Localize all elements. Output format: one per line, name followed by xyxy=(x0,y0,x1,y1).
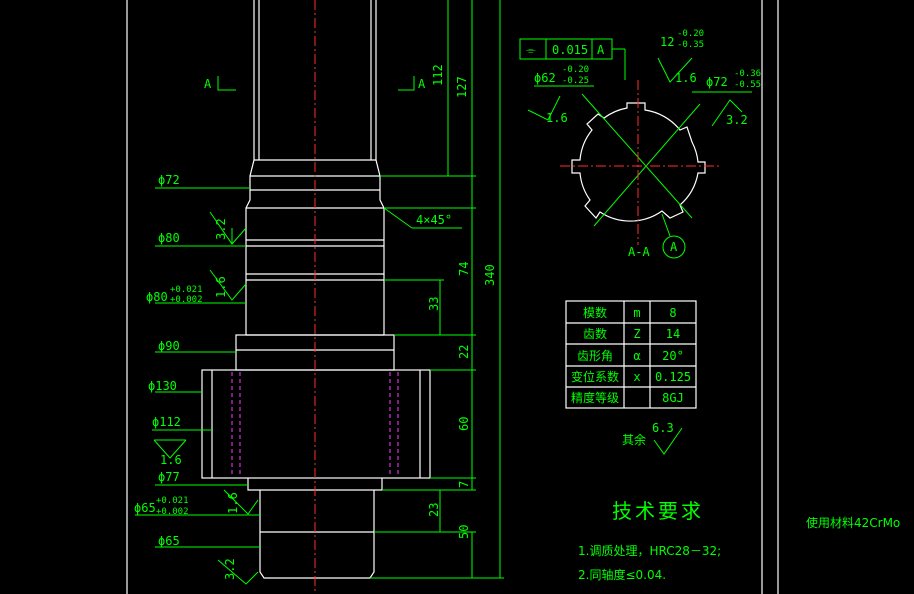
roughness-4: 1.6 xyxy=(226,492,240,514)
hidden-lines xyxy=(231,372,399,476)
dim-d72-section: ϕ72 xyxy=(706,75,728,89)
gear-table-cell: 模数 xyxy=(583,305,607,320)
datum-circle xyxy=(662,235,686,259)
gear-table-cell: x xyxy=(633,370,640,384)
gear-table-cell: α xyxy=(633,349,640,363)
dim-d72: ϕ72 xyxy=(158,173,180,187)
roughness-3: 1.6 xyxy=(160,453,182,467)
tol-value: 0.015 xyxy=(552,43,588,57)
roughness-5: 3.2 xyxy=(223,558,237,580)
dim-d62: ϕ62 xyxy=(534,71,556,85)
gear-table-cell: 变位系数 xyxy=(571,369,619,384)
dim-d62-lower: -0.25 xyxy=(562,76,589,86)
dim-d80: ϕ80 xyxy=(158,231,180,245)
dim-d77: ϕ77 xyxy=(158,470,180,484)
dim-d65: ϕ65 xyxy=(158,534,180,548)
svg-text:A: A xyxy=(418,77,426,91)
dim-width: 12 xyxy=(660,35,674,49)
dim-chamfer: 4×45° xyxy=(416,213,452,227)
dim-d72-lower: -0.55 xyxy=(734,80,761,90)
tolerance-frame xyxy=(519,38,626,80)
dim-d65-tol-upper: +0.021 xyxy=(156,496,189,506)
section-view-label: A-A xyxy=(628,245,650,259)
section-marker-right: A xyxy=(398,76,426,91)
gear-table-cell: m xyxy=(633,306,640,320)
gear-table-cell: 8 xyxy=(669,306,676,320)
svg-text:A: A xyxy=(204,77,212,91)
gear-table-cell: 齿数 xyxy=(583,326,607,341)
tol-datum: A xyxy=(597,43,605,57)
material-note: 使用材料42CrMo xyxy=(806,515,900,530)
tech-title: 技术要求 xyxy=(612,499,704,523)
gear-table-cell: 0.125 xyxy=(655,370,691,384)
spline-section-view xyxy=(560,80,720,245)
roughness-1: 3.2 xyxy=(214,218,228,240)
dim-d65-tol-lower: +0.002 xyxy=(156,507,189,517)
dim-d130: ϕ130 xyxy=(148,379,177,393)
dim-l340: 340 xyxy=(483,264,497,286)
roughness-2: 1.6 xyxy=(214,276,228,298)
dim-d72-upper: -0.36 xyxy=(734,69,761,79)
drawing-frame xyxy=(126,0,779,594)
tech-item-2: 2.同轴度≤0.04. xyxy=(578,567,666,582)
roughness-d72 xyxy=(711,99,743,127)
roughness-d62-value: 1.6 xyxy=(546,111,568,125)
dim-d112: ϕ112 xyxy=(152,415,181,429)
roughness-width-value: 1.6 xyxy=(675,71,697,85)
dim-l74: 74 xyxy=(457,262,471,276)
dim-l7: 7 xyxy=(457,481,471,488)
chamfer-leader xyxy=(383,207,462,229)
gear-table-cell: 齿形角 xyxy=(577,349,613,363)
rest-label: 其余 xyxy=(622,432,646,447)
rest-roughness-symbol xyxy=(653,427,683,455)
length-dimensions xyxy=(370,0,504,579)
gear-table-cell: 精度等级 xyxy=(571,390,619,405)
gear-table-cell: 8GJ xyxy=(662,391,684,405)
rest-roughness-value: 6.3 xyxy=(652,421,674,435)
dim-d90: ϕ90 xyxy=(158,339,180,353)
dim-l22: 22 xyxy=(457,345,471,359)
dim-d80-tol: ϕ80 xyxy=(146,290,168,304)
roughness-symbols xyxy=(153,211,259,585)
tech-item-1: 1.调质处理，HRC28－32; xyxy=(578,544,721,558)
tol-symbol: ⌯ xyxy=(526,43,536,57)
roughness-width xyxy=(657,57,693,83)
roughness-d72-value: 3.2 xyxy=(726,113,748,127)
dim-d62-upper: -0.20 xyxy=(562,65,589,75)
dim-l127: 127 xyxy=(455,76,469,98)
section-marker-left: A xyxy=(204,76,236,91)
shaft-outline xyxy=(201,0,431,579)
dim-l33: 33 xyxy=(427,297,441,311)
gear-table-cell: 20° xyxy=(662,349,684,363)
diameter-leaders xyxy=(135,187,260,548)
gear-table xyxy=(565,300,697,409)
dim-d80-tol-upper: +0.021 xyxy=(170,285,203,295)
dim-d80-tol-lower: +0.002 xyxy=(170,295,203,305)
gear-table-cell: 14 xyxy=(666,327,680,341)
dim-d65-tol: ϕ65 xyxy=(134,501,156,515)
dim-l112: 112 xyxy=(431,64,445,86)
dim-l60: 60 xyxy=(457,417,471,431)
dim-width-lower: -0.35 xyxy=(677,40,704,50)
dim-l50: 50 xyxy=(457,525,471,539)
dim-width-upper: -0.20 xyxy=(677,29,704,39)
gear-table-cell: Z xyxy=(633,327,640,341)
datum-label: A xyxy=(670,240,678,254)
dim-l23: 23 xyxy=(427,503,441,517)
roughness-d62 xyxy=(527,95,561,121)
